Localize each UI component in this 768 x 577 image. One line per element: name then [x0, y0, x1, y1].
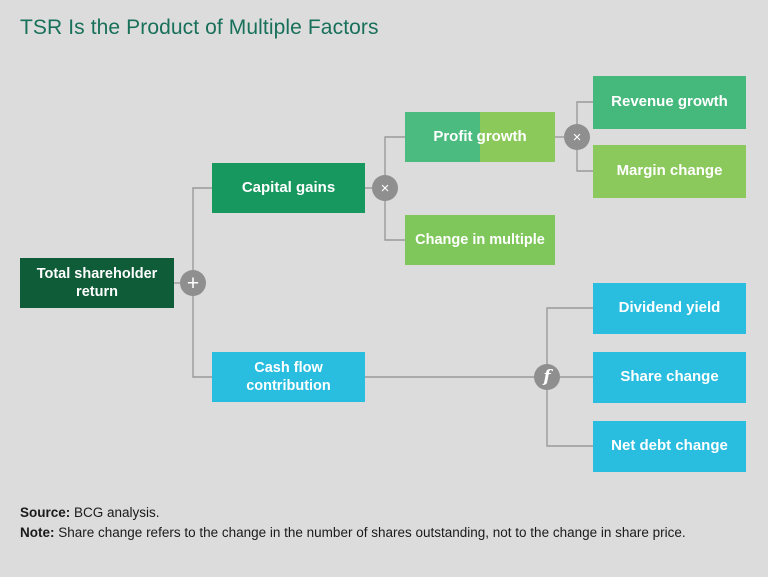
multiply-operator-icon: ×: [372, 175, 398, 201]
multiply-operator-icon: ×: [564, 124, 590, 150]
node-label: Share change: [620, 368, 719, 386]
operator-symbol: f: [543, 366, 551, 387]
node-label: Change in multiple: [415, 231, 545, 248]
edge-plus-cashflow: [192, 283, 212, 378]
node-label: Profit growth: [433, 127, 527, 145]
edge-mult1-multiple: [384, 188, 405, 241]
source-text: BCG analysis.: [70, 505, 160, 520]
node-label: Net debt change: [611, 437, 728, 455]
edge-mult1-profit: [384, 136, 405, 188]
node-net-debt-change[interactable]: Net debt change: [593, 421, 746, 472]
note-text: Share change refers to the change in the…: [54, 524, 686, 540]
page-title: TSR Is the Product of Multiple Factors: [20, 16, 379, 39]
node-total-shareholder-return[interactable]: Total shareholder return: [20, 258, 174, 308]
plus-operator-icon: +: [180, 270, 206, 296]
footer-notes: Source: BCG analysis. Note: Share change…: [20, 503, 746, 542]
node-cash-flow-contribution[interactable]: Cash flow contribution: [212, 352, 365, 402]
node-label: Margin change: [616, 162, 723, 180]
note-line: Note: Share change refers to the change …: [20, 523, 746, 543]
node-margin-change[interactable]: Margin change: [593, 145, 746, 198]
node-profit-growth[interactable]: Profit growth: [405, 112, 555, 162]
edge-plus-capital: [192, 187, 212, 283]
node-label: Revenue growth: [611, 93, 728, 111]
node-dividend-yield[interactable]: Dividend yield: [593, 283, 746, 334]
node-label: Dividend yield: [618, 299, 721, 317]
node-label: Cash flow contribution: [246, 359, 331, 394]
node-change-in-multiple[interactable]: Change in multiple: [405, 215, 555, 265]
node-share-change[interactable]: Share change: [593, 352, 746, 403]
operator-symbol: ×: [572, 128, 582, 146]
source-line: Source: BCG analysis.: [20, 503, 746, 523]
node-label: Capital gains: [241, 178, 336, 196]
edge-func-dividend: [546, 307, 593, 377]
source-label: Source:: [20, 505, 71, 520]
node-label: Total shareholder return: [36, 265, 158, 300]
note-label: Note:: [20, 524, 55, 540]
node-capital-gains[interactable]: Capital gains: [212, 163, 365, 213]
node-revenue-growth[interactable]: Revenue growth: [593, 76, 746, 129]
operator-symbol: ×: [380, 179, 390, 197]
operator-symbol: +: [186, 271, 200, 295]
edge-func-netdebt: [546, 377, 593, 447]
function-operator-icon: f: [534, 364, 560, 390]
